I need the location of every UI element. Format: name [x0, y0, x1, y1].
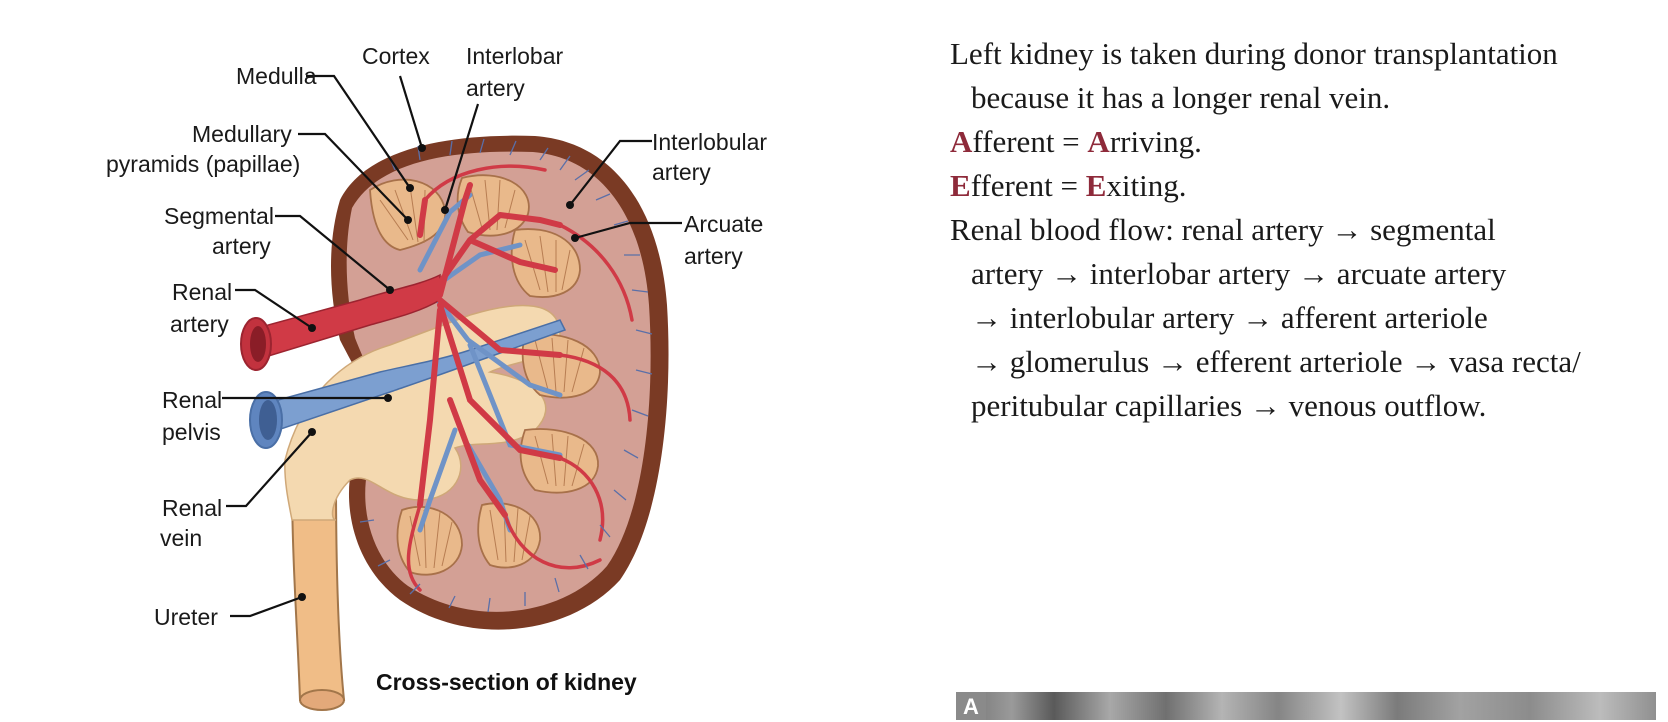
- note-highlight: E: [950, 168, 971, 203]
- note-line: artery → interlobar artery → arcuate art…: [971, 256, 1507, 291]
- label-medullary-pyramids-1: Medullary: [192, 121, 292, 147]
- note-text: fferent =: [970, 168, 1086, 203]
- label-interlobular-artery-2: artery: [652, 159, 711, 185]
- leader-lines: [222, 74, 682, 618]
- note-text: rriving.: [1109, 124, 1202, 159]
- note-highlight: A: [1087, 124, 1110, 159]
- label-renal-pelvis-1: Renal: [162, 387, 222, 413]
- label-medulla: Medulla: [236, 63, 317, 89]
- ureter-opening: [299, 689, 345, 711]
- micrograph-strip: A: [956, 692, 1656, 720]
- label-ureter: Ureter: [154, 604, 218, 630]
- note-line: because it has a longer renal vein.: [971, 80, 1391, 115]
- diagram-caption: Cross-section of kidney: [376, 669, 637, 695]
- note-efferent: Efferent = Exiting.: [950, 164, 1650, 208]
- label-segmental-artery-1: Segmental: [164, 203, 274, 229]
- label-arcuate-artery-1: Arcuate: [684, 211, 763, 237]
- note-line: → interlobular artery → afferent arterio…: [971, 300, 1488, 335]
- label-cortex: Cortex: [362, 43, 430, 69]
- renal-vein-shape: [249, 192, 567, 533]
- label-renal-artery-2: artery: [170, 311, 229, 337]
- label-renal-vein-2: vein: [160, 525, 202, 551]
- note-line: → glomerulus → efferent arteriole → vasa…: [971, 344, 1581, 379]
- kidney-diagram: Medulla Cortex Interlobar artery Medulla…: [106, 43, 767, 711]
- note-text: xiting.: [1106, 168, 1187, 203]
- label-renal-vein-1: Renal: [162, 495, 222, 521]
- note-afferent: Afferent = Arriving.: [950, 120, 1650, 164]
- label-segmental-artery-2: artery: [212, 233, 271, 259]
- note-text: fferent =: [972, 124, 1088, 159]
- label-interlobar-artery-1: Interlobar: [466, 43, 564, 69]
- note-highlight: E: [1085, 168, 1107, 203]
- note-line: Left kidney is taken during donor transp…: [950, 36, 1558, 71]
- notes-text: Left kidney is taken during donor transp…: [950, 32, 1650, 428]
- note-line: Renal blood flow: renal artery → segment…: [950, 212, 1496, 247]
- label-interlobular-artery-1: Interlobular: [652, 129, 767, 155]
- note-highlight: A: [950, 124, 973, 159]
- renal-artery-shape: [240, 164, 634, 592]
- label-interlobar-artery-2: artery: [466, 75, 525, 101]
- label-medullary-pyramids-2: pyramids (papillae): [106, 151, 300, 177]
- note-line: peritubular capillaries → venous outflow…: [971, 388, 1487, 423]
- micrograph-panel-letter: A: [956, 692, 986, 720]
- label-renal-artery-1: Renal: [172, 279, 232, 305]
- label-arcuate-artery-2: artery: [684, 243, 743, 269]
- label-renal-pelvis-2: pelvis: [162, 419, 221, 445]
